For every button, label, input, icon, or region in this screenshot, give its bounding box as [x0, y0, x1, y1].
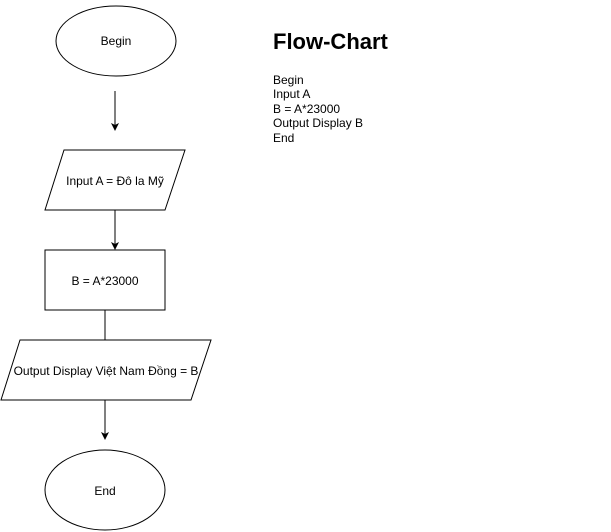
end-node-label: End	[94, 484, 115, 498]
output-node	[0, 339, 212, 401]
page-title: Flow-Chart	[273, 29, 388, 54]
input-node-label: Input A = Đô la Mỹ	[66, 174, 164, 188]
step-item: Input A	[273, 87, 311, 102]
begin-node	[55, 5, 177, 77]
input-node	[44, 149, 186, 211]
step-item: Output Display B	[273, 116, 364, 131]
step-item: End	[273, 130, 295, 145]
step-item: B = A*23000	[273, 101, 341, 116]
begin-node-label: Begin	[101, 34, 132, 48]
end-node	[44, 449, 166, 531]
process-node-label: B = A*23000	[71, 274, 138, 288]
steps-list: Begin Input A B = A*23000 Output Display…	[273, 73, 363, 145]
process-node	[44, 249, 166, 311]
step-item: Begin	[273, 73, 304, 87]
output-node-label: Output Display Việt Nam Đồng = B	[14, 364, 199, 378]
